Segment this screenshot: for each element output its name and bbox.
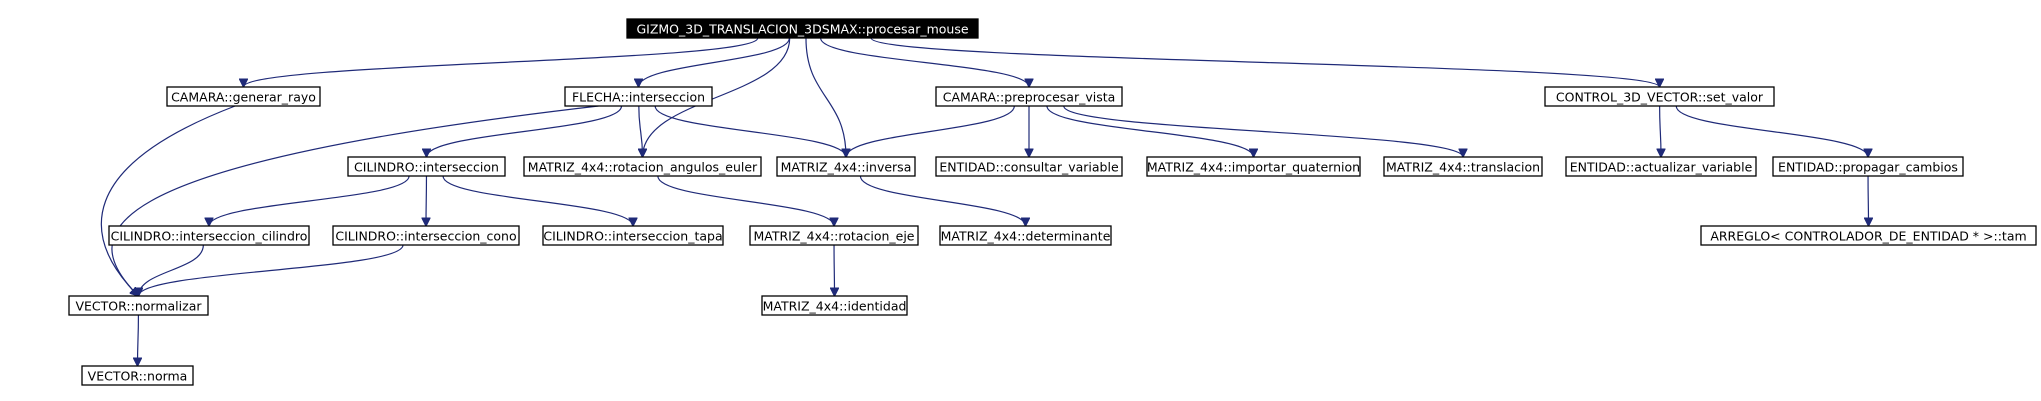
node-camara-preprocesar-vista[interactable]: CAMARA::preprocesar_vista [935, 86, 1123, 107]
edge-cil-to-cil_c [209, 175, 410, 226]
node-box [523, 156, 762, 177]
edge-cam_pv-to-m_inv [846, 105, 1015, 157]
node-cilindro-interseccion-cono[interactable]: CILINDRO::interseccion_cono [332, 225, 520, 246]
edge-root-to-cam_gr [244, 37, 759, 87]
node-label: ENTIDAD::propagar_cambios [1778, 160, 1958, 175]
node-box [347, 156, 506, 177]
edge-flecha-to-m_inv [654, 105, 846, 157]
node-box [166, 86, 321, 107]
edge-flecha-to-vnorm [111, 105, 599, 296]
node-matriz-4x4-importar-quaternion[interactable]: MATRIZ_4x4::importar_quaternion [1146, 156, 1361, 177]
node-box [776, 156, 916, 177]
node-camara-generar-rayo[interactable]: CAMARA::generar_rayo [166, 86, 321, 107]
node-vector-normalizar[interactable]: VECTOR::normalizar [68, 295, 209, 316]
node-box [939, 225, 1112, 246]
node-arreglo-controlador-de-entidad-tam[interactable]: ARREGLO< CONTROLADOR_DE_ENTIDAD * >::tam [1700, 225, 2037, 246]
edge-m_inv-to-m_det [859, 175, 1025, 226]
graph-edges [100, 37, 1868, 366]
edge-ctrl-to-ent_av [1660, 105, 1661, 157]
edge-cam_pv-to-m_iq [1046, 105, 1254, 157]
node-box [1544, 86, 1775, 107]
node-box [564, 86, 713, 107]
node-matriz-4x4-rotacion-eje[interactable]: MATRIZ_4x4::rotacion_eje [749, 225, 919, 246]
node-vector-norma[interactable]: VECTOR::norma [81, 365, 194, 386]
edge-root-to-ctrl [870, 37, 1659, 87]
node-cilindro-interseccion-cilindro[interactable]: CILINDRO::interseccion_cilindro [108, 225, 310, 246]
edge-root-to-m_inv [805, 37, 846, 157]
node-cilindro-interseccion[interactable]: CILINDRO::interseccion [347, 156, 506, 177]
node-label: GIZMO_3D_TRANSLACION_3DSMAX::procesar_mo… [636, 22, 968, 37]
node-label: MATRIZ_4x4::rotacion_eje [753, 229, 914, 244]
node-box [1565, 156, 1757, 177]
node-label: CILINDRO::interseccion_cilindro [111, 229, 308, 244]
edge-ctrl-to-ent_pc [1675, 105, 1868, 157]
edge-m_rae-to-m_re [657, 175, 834, 226]
node-label: FLECHA::interseccion [572, 90, 705, 105]
node-label: MATRIZ_4x4::importar_quaternion [1147, 160, 1360, 175]
edge-cil_co-to-vnorm [139, 244, 404, 296]
node-box [81, 365, 194, 386]
node-box [542, 225, 724, 246]
node-box [749, 225, 919, 246]
node-box [1383, 156, 1543, 177]
node-label: VECTOR::norma [88, 369, 188, 384]
node-box [108, 225, 310, 246]
node-label: ENTIDAD::actualizar_variable [1570, 160, 1753, 175]
node-label: CILINDRO::interseccion_cono [335, 229, 516, 244]
node-box [1772, 156, 1964, 177]
node-entidad-actualizar-variable[interactable]: ENTIDAD::actualizar_variable [1565, 156, 1757, 177]
node-label: ENTIDAD::consultar_variable [939, 160, 1119, 175]
edge-root-to-cam_pv [820, 37, 1029, 87]
node-flecha-interseccion[interactable]: FLECHA::interseccion [564, 86, 713, 107]
node-box [761, 295, 908, 316]
node-control-3d-vector-set-valor[interactable]: CONTROL_3D_VECTOR::set_valor [1544, 86, 1775, 107]
node-label: CAMARA::generar_rayo [171, 90, 316, 105]
node-gizmo-3d-translacion-3dsmax-procesar-mouse[interactable]: GIZMO_3D_TRANSLACION_3DSMAX::procesar_mo… [626, 18, 979, 39]
node-matriz-4x4-inversa[interactable]: MATRIZ_4x4::inversa [776, 156, 916, 177]
node-box [935, 86, 1123, 107]
node-label: MATRIZ_4x4::identidad [763, 299, 907, 314]
node-matriz-4x4-rotacion-angulos-euler[interactable]: MATRIZ_4x4::rotacion_angulos_euler [523, 156, 762, 177]
edge-cam_gr-to-vnorm [100, 105, 236, 296]
node-box [935, 156, 1123, 177]
node-label: MATRIZ_4x4::rotacion_angulos_euler [528, 160, 758, 175]
node-label: CILINDRO::interseccion [354, 160, 499, 175]
node-box [68, 295, 209, 316]
node-matriz-4x4-identidad[interactable]: MATRIZ_4x4::identidad [761, 295, 908, 316]
node-matriz-4x4-translacion[interactable]: MATRIZ_4x4::translacion [1383, 156, 1543, 177]
node-label: VECTOR::normalizar [75, 299, 202, 314]
edge-flecha-to-cil [427, 105, 623, 157]
graph-nodes: GIZMO_3D_TRANSLACION_3DSMAX::procesar_mo… [68, 18, 2037, 386]
node-entidad-consultar-variable[interactable]: ENTIDAD::consultar_variable [935, 156, 1123, 177]
edge-vnorm-to-vn [138, 314, 139, 366]
node-label: ARREGLO< CONTROLADOR_DE_ENTIDAD * >::tam [1710, 229, 2026, 244]
node-label: MATRIZ_4x4::inversa [781, 160, 912, 175]
node-label: CONTROL_3D_VECTOR::set_valor [1556, 90, 1764, 105]
node-box [1700, 225, 2037, 246]
node-box [1146, 156, 1361, 177]
node-entidad-propagar-cambios[interactable]: ENTIDAD::propagar_cambios [1772, 156, 1964, 177]
edge-root-to-m_rae [643, 37, 791, 157]
node-label: MATRIZ_4x4::translacion [1386, 160, 1540, 175]
edge-flecha-to-m_rae [639, 105, 643, 157]
node-box [332, 225, 520, 246]
node-label: CAMARA::preprocesar_vista [943, 90, 1116, 105]
node-label: MATRIZ_4x4::determinante [941, 229, 1111, 244]
edge-cil-to-cil_t [442, 175, 633, 226]
node-cilindro-interseccion-tapa[interactable]: CILINDRO::interseccion_tapa [542, 225, 724, 246]
node-matriz-4x4-determinante[interactable]: MATRIZ_4x4::determinante [939, 225, 1112, 246]
node-label: CILINDRO::interseccion_tapa [543, 229, 722, 244]
node-box [626, 18, 979, 39]
edge-root-to-flecha [639, 37, 790, 87]
edge-cam_pv-to-m_tr [1063, 105, 1463, 157]
